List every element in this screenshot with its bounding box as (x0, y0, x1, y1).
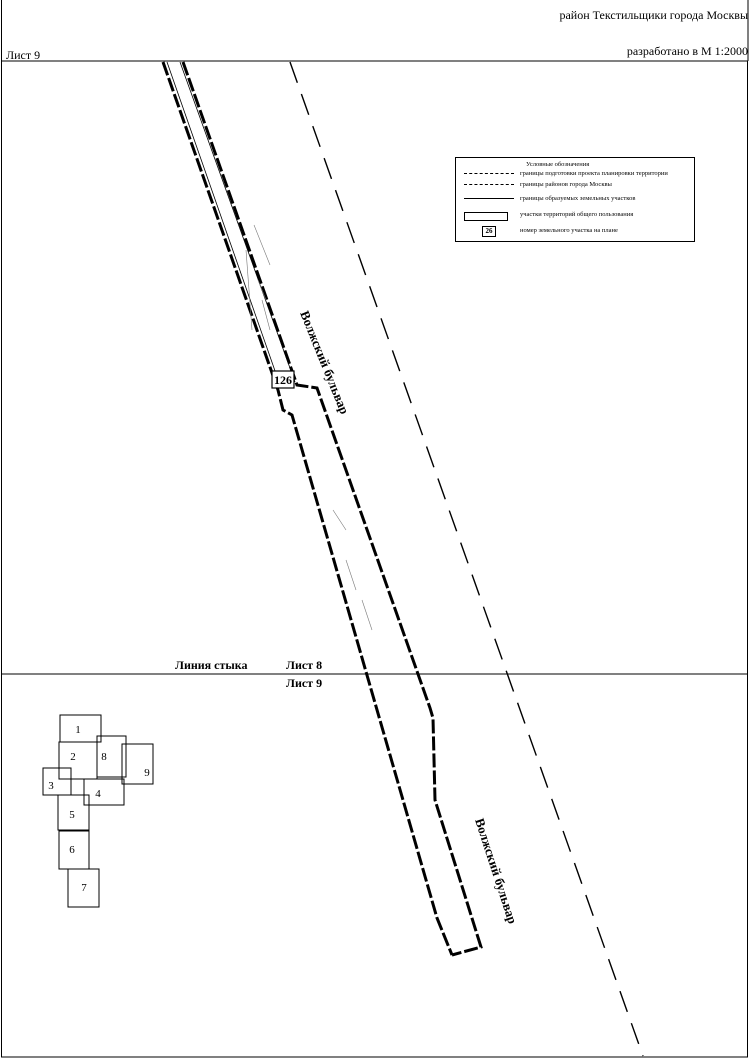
index-label-2: 2 (70, 751, 76, 763)
scale-note: разработано в М 1:2000 (626, 44, 748, 58)
map-legend: Условные обозначения границы подготовки … (455, 157, 695, 242)
legend-row-parcel-boundary: границы образуемых земельных участков (456, 195, 696, 205)
index-label-7: 7 (81, 882, 87, 894)
parcel-boundary-right (179, 61, 296, 383)
planning-boundary-left (161, 61, 454, 956)
legend-label: границы районов города Москвы (520, 181, 612, 188)
index-cell-8 (96, 735, 127, 778)
index-cell-2 (58, 741, 98, 780)
index-label-5: 5 (69, 809, 75, 821)
sheet-index (42, 714, 154, 908)
legend-number-symbol: 26 (482, 226, 496, 237)
parcel-number-box (271, 370, 295, 389)
index-cell-9 (121, 743, 154, 785)
index-label-8: 8 (101, 751, 107, 763)
joint-sheet-below: Лист 9 (286, 676, 322, 690)
index-cell-3 (42, 767, 72, 796)
legend-dash-double-symbol (464, 173, 514, 178)
parcel-number: 126 (274, 373, 292, 387)
terrain-traces (245, 224, 373, 631)
index-label-4: 4 (95, 788, 101, 800)
map-frame (1, 60, 748, 1058)
sheet-number: Лист 9 (6, 48, 41, 62)
legend-row-district-boundary: границы районов города Москвы (456, 181, 696, 191)
legend-rect-symbol (464, 212, 508, 221)
index-cell-5 (57, 794, 90, 831)
district-boundary-line (289, 61, 644, 1057)
index-cell-7 (67, 868, 100, 908)
legend-label: границы образуемых земельных участков (520, 195, 636, 202)
street-label-upper: Волжский бульвар (297, 309, 352, 417)
street-label-lower: Волжский бульвар (472, 816, 520, 925)
legend-label: номер земельного участка на плане (520, 227, 618, 234)
legend-row-public-area: участки территорий общего пользования (456, 211, 696, 221)
index-label-6: 6 (69, 844, 75, 856)
planning-boundary-right (181, 61, 483, 957)
legend-label: границы подготовки проекта планировки те… (520, 170, 668, 177)
legend-row-planning-boundary: границы подготовки проекта планировки те… (456, 170, 696, 180)
legend-title: Условные обозначения (526, 161, 590, 168)
index-label-3: 3 (48, 780, 54, 792)
district-title: район Текстильщики города Москвы (559, 8, 748, 22)
parcel-boundary-left (166, 61, 282, 389)
index-label-9: 9 (144, 767, 150, 779)
legend-row-parcel-number: 26 номер земельного участка на плане (456, 226, 696, 237)
legend-label: участки территорий общего пользования (520, 211, 634, 218)
index-cell-4 (83, 778, 125, 806)
joint-sheet-above: Лист 8 (286, 658, 322, 672)
legend-solid-symbol (464, 198, 514, 203)
index-label-1: 1 (75, 724, 81, 736)
joint-line-label: Линия стыка (175, 658, 248, 672)
legend-dash-long-symbol (464, 184, 514, 189)
